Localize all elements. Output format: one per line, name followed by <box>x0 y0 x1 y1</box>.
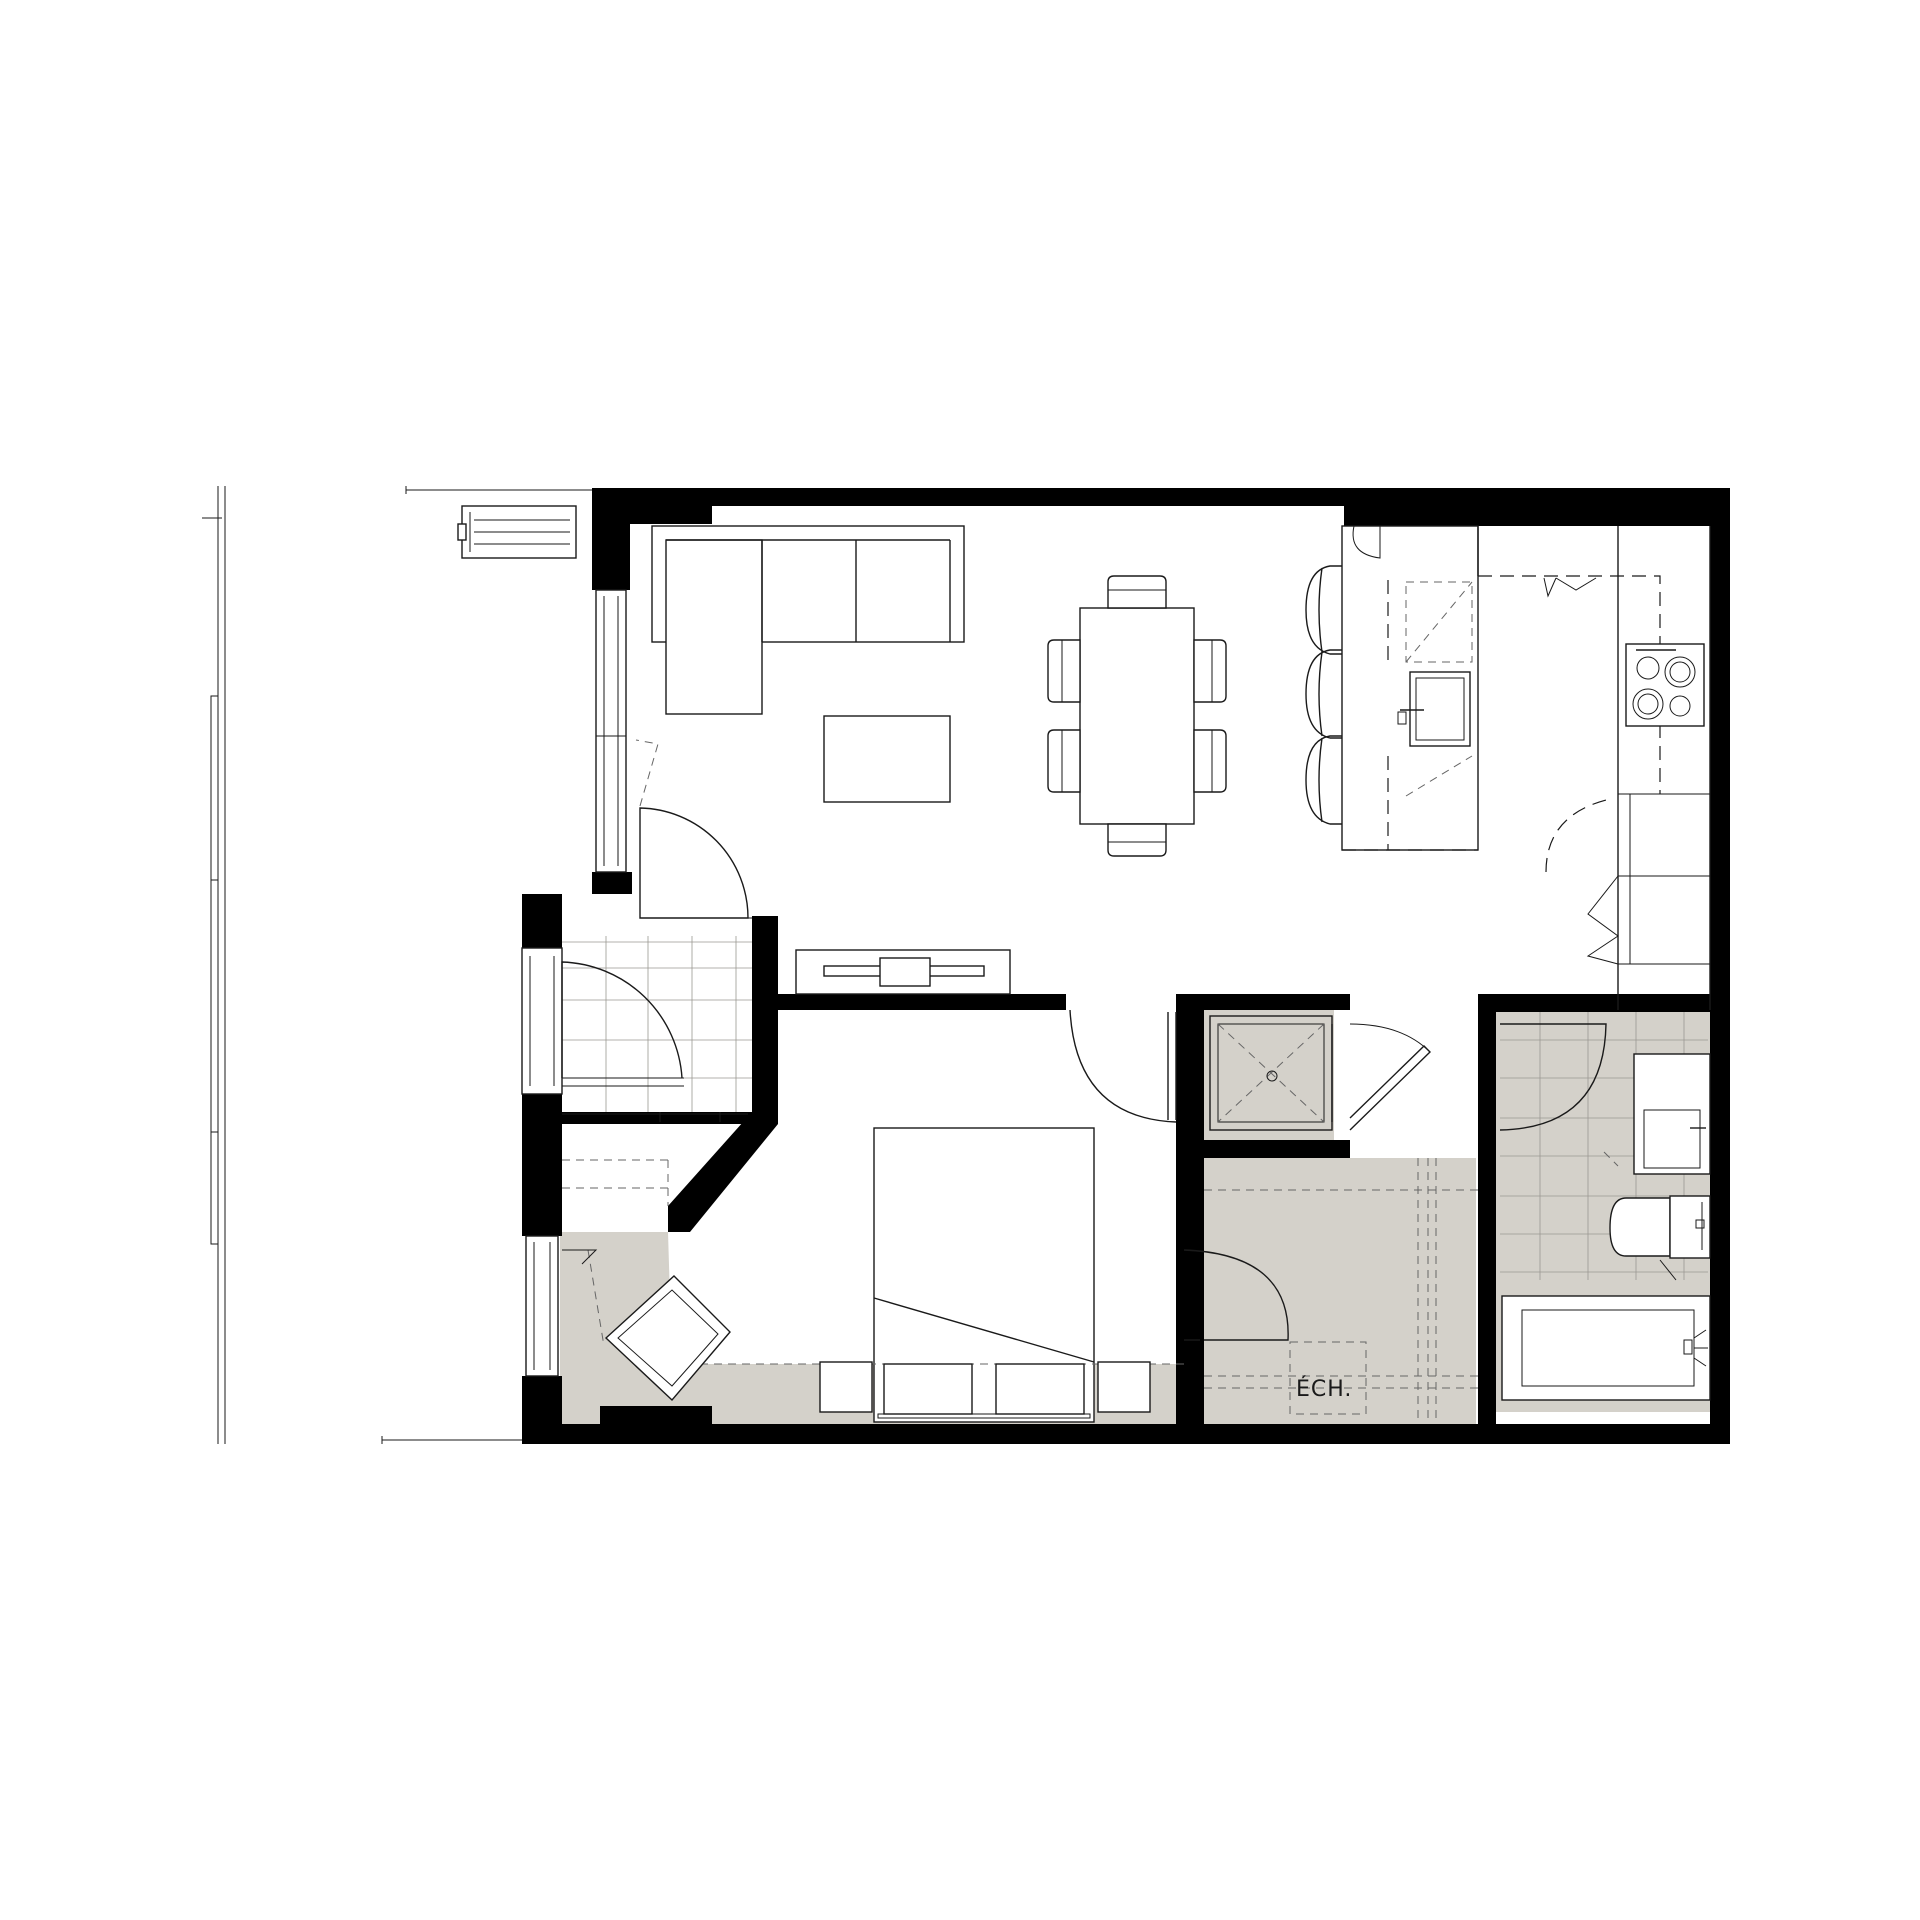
south-wall-bump <box>600 1406 712 1428</box>
chair-icon <box>1193 729 1227 793</box>
bar-stool-icon <box>1305 735 1342 825</box>
storage-floor <box>1198 1158 1476 1424</box>
dining-table-icon <box>1079 607 1195 825</box>
bar-stool-icon <box>1305 565 1342 655</box>
window-icon <box>595 589 627 873</box>
entrance <box>561 739 752 1206</box>
bar-stool-icon <box>1305 649 1342 739</box>
chair-icon <box>1107 823 1167 857</box>
entry-closet-wall <box>668 916 778 1232</box>
bathroom-west-wall <box>1478 994 1496 1158</box>
window-icon <box>521 947 563 1095</box>
shower-west-wall <box>1176 994 1204 1424</box>
walls <box>522 488 1730 1444</box>
balcony <box>202 486 592 1444</box>
sofa-icon <box>651 525 965 715</box>
bathroom-north-wall <box>1478 994 1730 1012</box>
shower-floor <box>1198 1008 1334 1140</box>
bedroom <box>562 1009 1184 1423</box>
armchair-icon <box>604 1275 731 1402</box>
door-swing-icon <box>1499 1023 1607 1131</box>
bathtub-icon <box>1501 1295 1711 1401</box>
west-wall-stub <box>592 872 632 894</box>
exterior-wall-north <box>592 488 1730 590</box>
cooktop-icon <box>1625 643 1705 727</box>
coffee-table-icon <box>823 715 951 803</box>
bedroom-north-wall <box>776 994 1066 1010</box>
dining-set <box>1047 575 1227 857</box>
toilet-icon <box>1609 1195 1711 1259</box>
exterior-wall-south <box>522 1424 1730 1444</box>
nightstand <box>1097 1361 1151 1413</box>
kitchen-sink-icon <box>1397 671 1471 747</box>
windows <box>521 589 627 1377</box>
window-icon <box>525 1235 559 1377</box>
west-wall-entrance <box>522 894 562 948</box>
door-swing-icon <box>1349 1045 1431 1131</box>
chair-icon <box>1107 575 1167 609</box>
storage: ÉCH. <box>1183 1158 1478 1424</box>
chair-icon <box>1047 729 1081 793</box>
shower-north-wall <box>1176 994 1350 1010</box>
vanity-sink-icon <box>1633 1053 1711 1175</box>
kitchen <box>1305 525 1711 1010</box>
tile-grid-bathroom <box>1500 1010 1708 1280</box>
west-wall-lower <box>522 1376 562 1444</box>
door-swing-icon <box>1183 1249 1289 1341</box>
closet-divider-wall <box>540 1112 752 1124</box>
chair-icon <box>1047 639 1081 703</box>
door-swing-icon <box>639 807 749 919</box>
door-swing-icon <box>1069 1009 1177 1123</box>
door-swing-icon <box>561 961 683 1079</box>
tile-grid-entrance <box>560 936 772 1112</box>
island-door-swing <box>1352 525 1381 559</box>
pillow <box>995 1363 1085 1415</box>
hvac-unit-icon <box>457 505 577 559</box>
storage-label: ÉCH. <box>1296 1376 1352 1402</box>
tv-console-icon <box>795 949 1011 995</box>
shower <box>1209 1015 1431 1131</box>
fridge-door-swing <box>1545 799 1607 873</box>
shower-drain-icon <box>1266 1070 1278 1082</box>
nightstand <box>819 1361 873 1413</box>
exterior-wall-east <box>1710 488 1730 1444</box>
pantry-door-swing <box>1586 875 1619 965</box>
storage-east-wall <box>1478 1140 1496 1424</box>
shower-south-wall <box>1176 1140 1350 1158</box>
west-wall-upper <box>592 488 630 590</box>
cabinet-door-swing <box>1543 577 1597 598</box>
pillow <box>883 1363 973 1415</box>
closet-bifold-door <box>562 1159 669 1206</box>
chair-icon <box>1193 639 1227 703</box>
bathroom <box>1499 1023 1711 1401</box>
living-room <box>651 525 1011 995</box>
